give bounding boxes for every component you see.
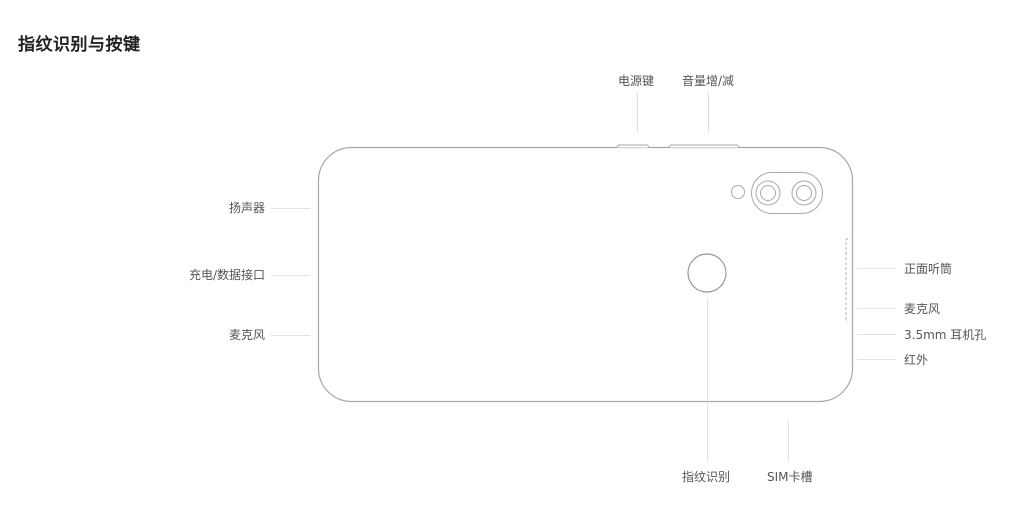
label-charging-port: 充电/数据接口 <box>188 268 265 282</box>
camera-lens-2-outer <box>791 180 817 206</box>
label-volume-key: 音量增/减 <box>682 74 735 88</box>
volume-button-shape <box>668 144 740 148</box>
power-button-shape <box>616 144 650 148</box>
front-face-dashed-edge <box>845 237 849 323</box>
phone-body-outline <box>317 146 854 403</box>
label-microphone-bottom: 麦克风 <box>228 328 265 342</box>
label-infrared: 红外 <box>904 353 929 367</box>
label-speaker: 扬声器 <box>228 201 265 215</box>
camera-module <box>751 172 823 214</box>
camera-lens-2-inner <box>796 185 812 201</box>
section-title: 指纹识别与按键 <box>18 35 141 55</box>
label-headphone-jack: 3.5mm 耳机孔 <box>904 328 987 342</box>
camera-lens-1-inner <box>760 185 776 201</box>
label-power-key: 电源键 <box>618 74 655 88</box>
label-sim-slot: SIM卡槽 <box>767 470 813 484</box>
camera-lens-1-outer <box>755 180 781 206</box>
label-microphone-top: 麦克风 <box>904 302 941 316</box>
label-earpiece: 正面听筒 <box>904 262 953 276</box>
flash-icon <box>731 185 745 199</box>
fingerprint-sensor-icon <box>687 253 727 293</box>
label-fingerprint: 指纹识别 <box>682 470 731 484</box>
